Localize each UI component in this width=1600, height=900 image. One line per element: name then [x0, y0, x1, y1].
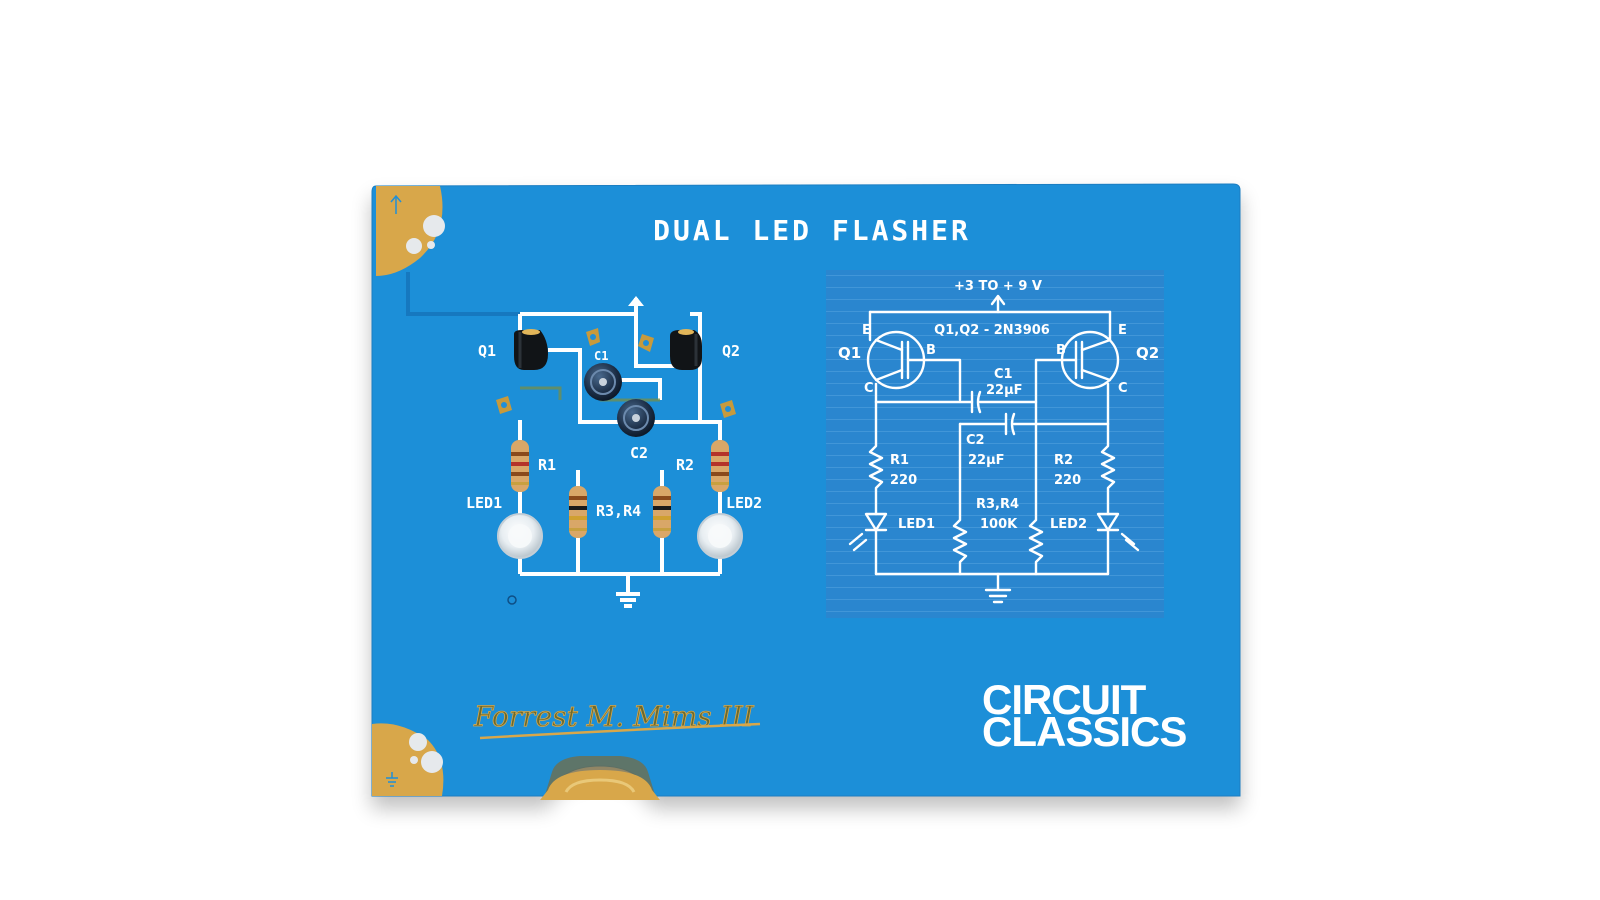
- resistor-r1: [511, 440, 529, 492]
- resistor-r3: [569, 486, 587, 538]
- supply-arrow-icon: [628, 296, 644, 306]
- led2: [697, 513, 743, 559]
- schematic-c2-value: 22µF: [968, 453, 1005, 468]
- schematic-q2-collector: C: [1118, 381, 1128, 396]
- schematic-transistors: Q1,Q2 - 2N3906: [934, 323, 1050, 338]
- schematic-q1-emitter: E: [862, 323, 871, 338]
- led1: [497, 513, 543, 559]
- schematic-c1-value: 22µF: [986, 383, 1023, 398]
- label-led2: LED2: [726, 494, 762, 512]
- schematic-r1-value: 220: [890, 473, 917, 488]
- logo-line2: CLASSICS: [982, 708, 1186, 755]
- schematic-drawing: [848, 294, 1140, 604]
- label-q2: Q2: [722, 342, 740, 360]
- transistor-q2: [670, 329, 702, 370]
- schematic-r3-r4: R3,R4: [976, 497, 1019, 512]
- schematic-r2-value: 220: [1054, 473, 1081, 488]
- schematic-led1: LED1: [898, 517, 935, 532]
- label-r1: R1: [538, 456, 556, 474]
- schematic-led2: LED2: [1050, 517, 1087, 532]
- schematic-q2-base: B: [1056, 343, 1066, 358]
- gold-pad-top-left: [376, 186, 445, 276]
- gold-pad-bottom-center: [540, 756, 660, 800]
- capacitor-c1: [584, 363, 622, 401]
- mounting-hole: [507, 595, 517, 605]
- label-r3-r4: R3,R4: [596, 502, 641, 520]
- resistor-r4: [653, 486, 671, 538]
- board-title: DUAL LED FLASHER: [653, 214, 971, 247]
- resistor-r2: [711, 440, 729, 492]
- label-q1: Q1: [478, 342, 496, 360]
- schematic-q2-emitter: E: [1118, 323, 1127, 338]
- circuit-classics-logo: CIRCUIT CLASSICS: [982, 676, 1187, 755]
- schematic-q2: Q2: [1136, 344, 1159, 362]
- schematic-c2: C2: [966, 433, 985, 448]
- transistor-q1: [514, 329, 548, 370]
- schematic-q1: Q1: [838, 344, 861, 362]
- schematic-r1: R1: [890, 453, 909, 468]
- pcb-trace: [406, 272, 524, 316]
- svg-text:Forrest M. Mims III: Forrest M. Mims III: [473, 700, 755, 733]
- label-led1: LED1: [466, 494, 502, 512]
- signature: Forrest M. Mims III: [473, 700, 761, 740]
- schematic-q1-base: B: [926, 343, 936, 358]
- schematic-c1: C1: [994, 367, 1013, 382]
- schematic-supply: +3 TO + 9 V: [954, 279, 1042, 294]
- gold-pad-bottom-left: [372, 723, 444, 796]
- schematic-r2: R2: [1054, 453, 1073, 468]
- capacitor-c2: [617, 399, 655, 437]
- schematic-q1-collector: C: [864, 381, 874, 396]
- logo-line1: CIRCUIT: [982, 676, 1147, 723]
- schematic-r3-r4-value: 100K: [980, 517, 1018, 532]
- label-r2: R2: [676, 456, 694, 474]
- label-c1: C1: [594, 349, 608, 363]
- label-c2: C2: [630, 444, 648, 462]
